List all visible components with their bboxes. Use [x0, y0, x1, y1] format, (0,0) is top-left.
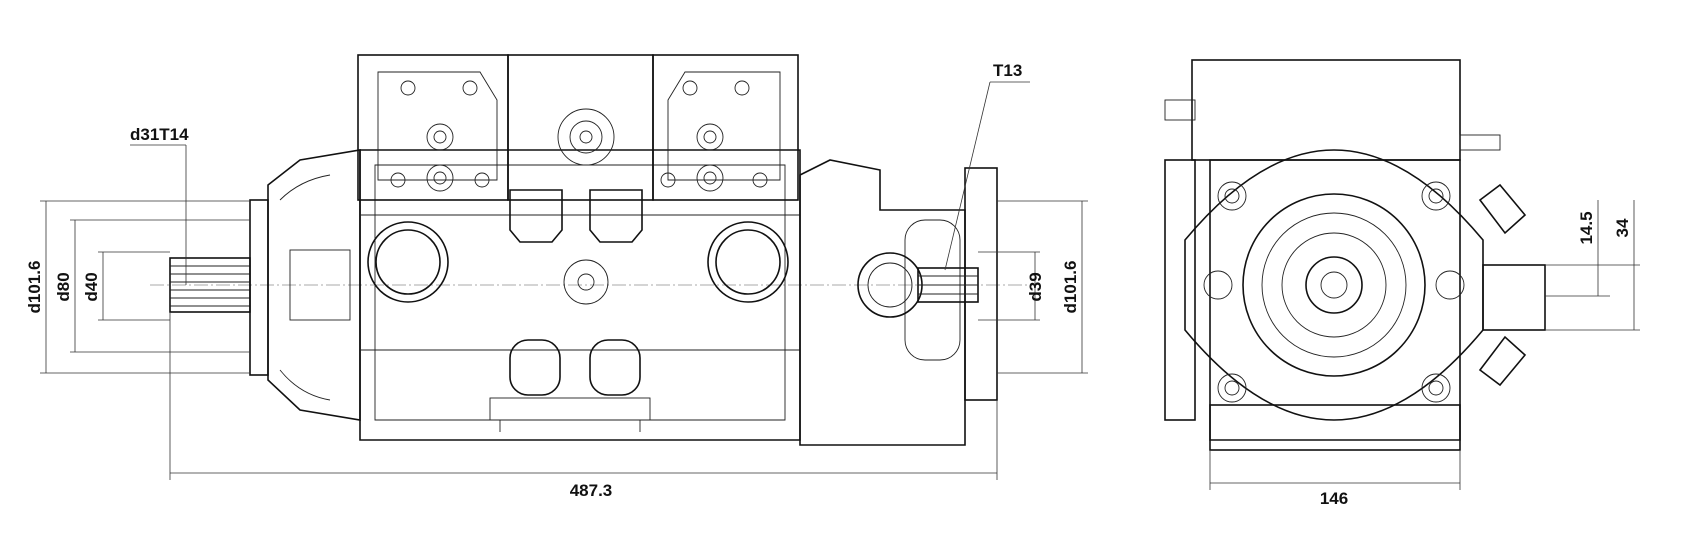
dim-d101-6-left: d101.6: [25, 261, 44, 314]
rear-housing: [799, 159, 966, 446]
main-housing: [359, 149, 801, 441]
end-flange: [1184, 149, 1484, 421]
dim-d80: d80: [54, 272, 73, 301]
spline-label-t13: T13: [993, 61, 1022, 80]
control-block-right: [652, 54, 799, 201]
mounting-flange: [249, 199, 269, 376]
dim-14-5: 14.5: [1577, 211, 1596, 244]
dim-overall-length: 487.3: [570, 481, 613, 500]
control-block-left: [357, 54, 509, 201]
dim-d40: d40: [82, 272, 101, 301]
dim-34: 34: [1613, 218, 1632, 237]
end-dimensions: [1209, 200, 1640, 490]
dim-d39: d39: [1026, 272, 1045, 301]
dim-width-146: 146: [1320, 489, 1348, 508]
rear-flange: [964, 167, 998, 401]
end-view: [1164, 59, 1546, 451]
spline-label-d31t14: d31T14: [130, 125, 189, 144]
side-view: [150, 54, 1030, 446]
dim-d101-6-right: d101.6: [1061, 261, 1080, 314]
control-block-center: [507, 54, 654, 201]
side-dimensions: [40, 81, 1088, 480]
